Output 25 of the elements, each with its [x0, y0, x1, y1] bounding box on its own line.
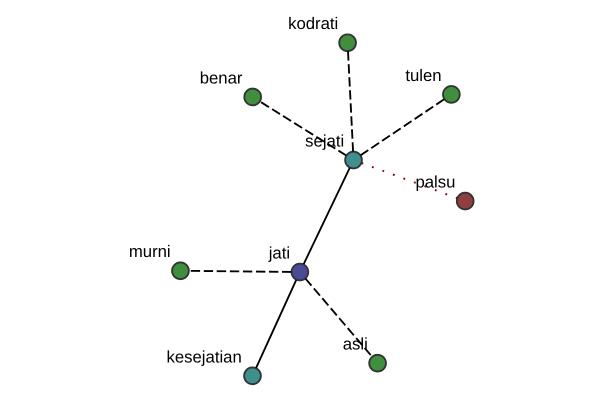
connector	[258, 100, 346, 156]
node-circle	[242, 88, 262, 106]
node-circle	[442, 85, 460, 104]
node-label: jati	[268, 243, 290, 262]
node-circle	[170, 261, 190, 280]
connector	[302, 168, 350, 264]
connector	[254, 280, 296, 368]
node-label: benar	[199, 68, 242, 88]
node-label: kesejatian	[166, 347, 242, 366]
connector	[360, 98, 444, 156]
node-circle	[290, 262, 309, 282]
node-circle	[338, 33, 356, 52]
node-circle	[242, 366, 262, 386]
connector	[188, 270, 291, 273]
node-circle	[368, 354, 386, 372]
connector	[360, 162, 458, 200]
node-label: asli	[342, 334, 368, 354]
node-circle	[344, 150, 362, 170]
connector	[346, 51, 354, 152]
node-label: palsu	[414, 172, 455, 192]
node-label: kodrati	[288, 14, 338, 34]
node-label: murni	[128, 242, 170, 262]
node-circle	[455, 192, 474, 210]
connector	[304, 278, 372, 358]
node-label: tulen	[404, 66, 442, 85]
